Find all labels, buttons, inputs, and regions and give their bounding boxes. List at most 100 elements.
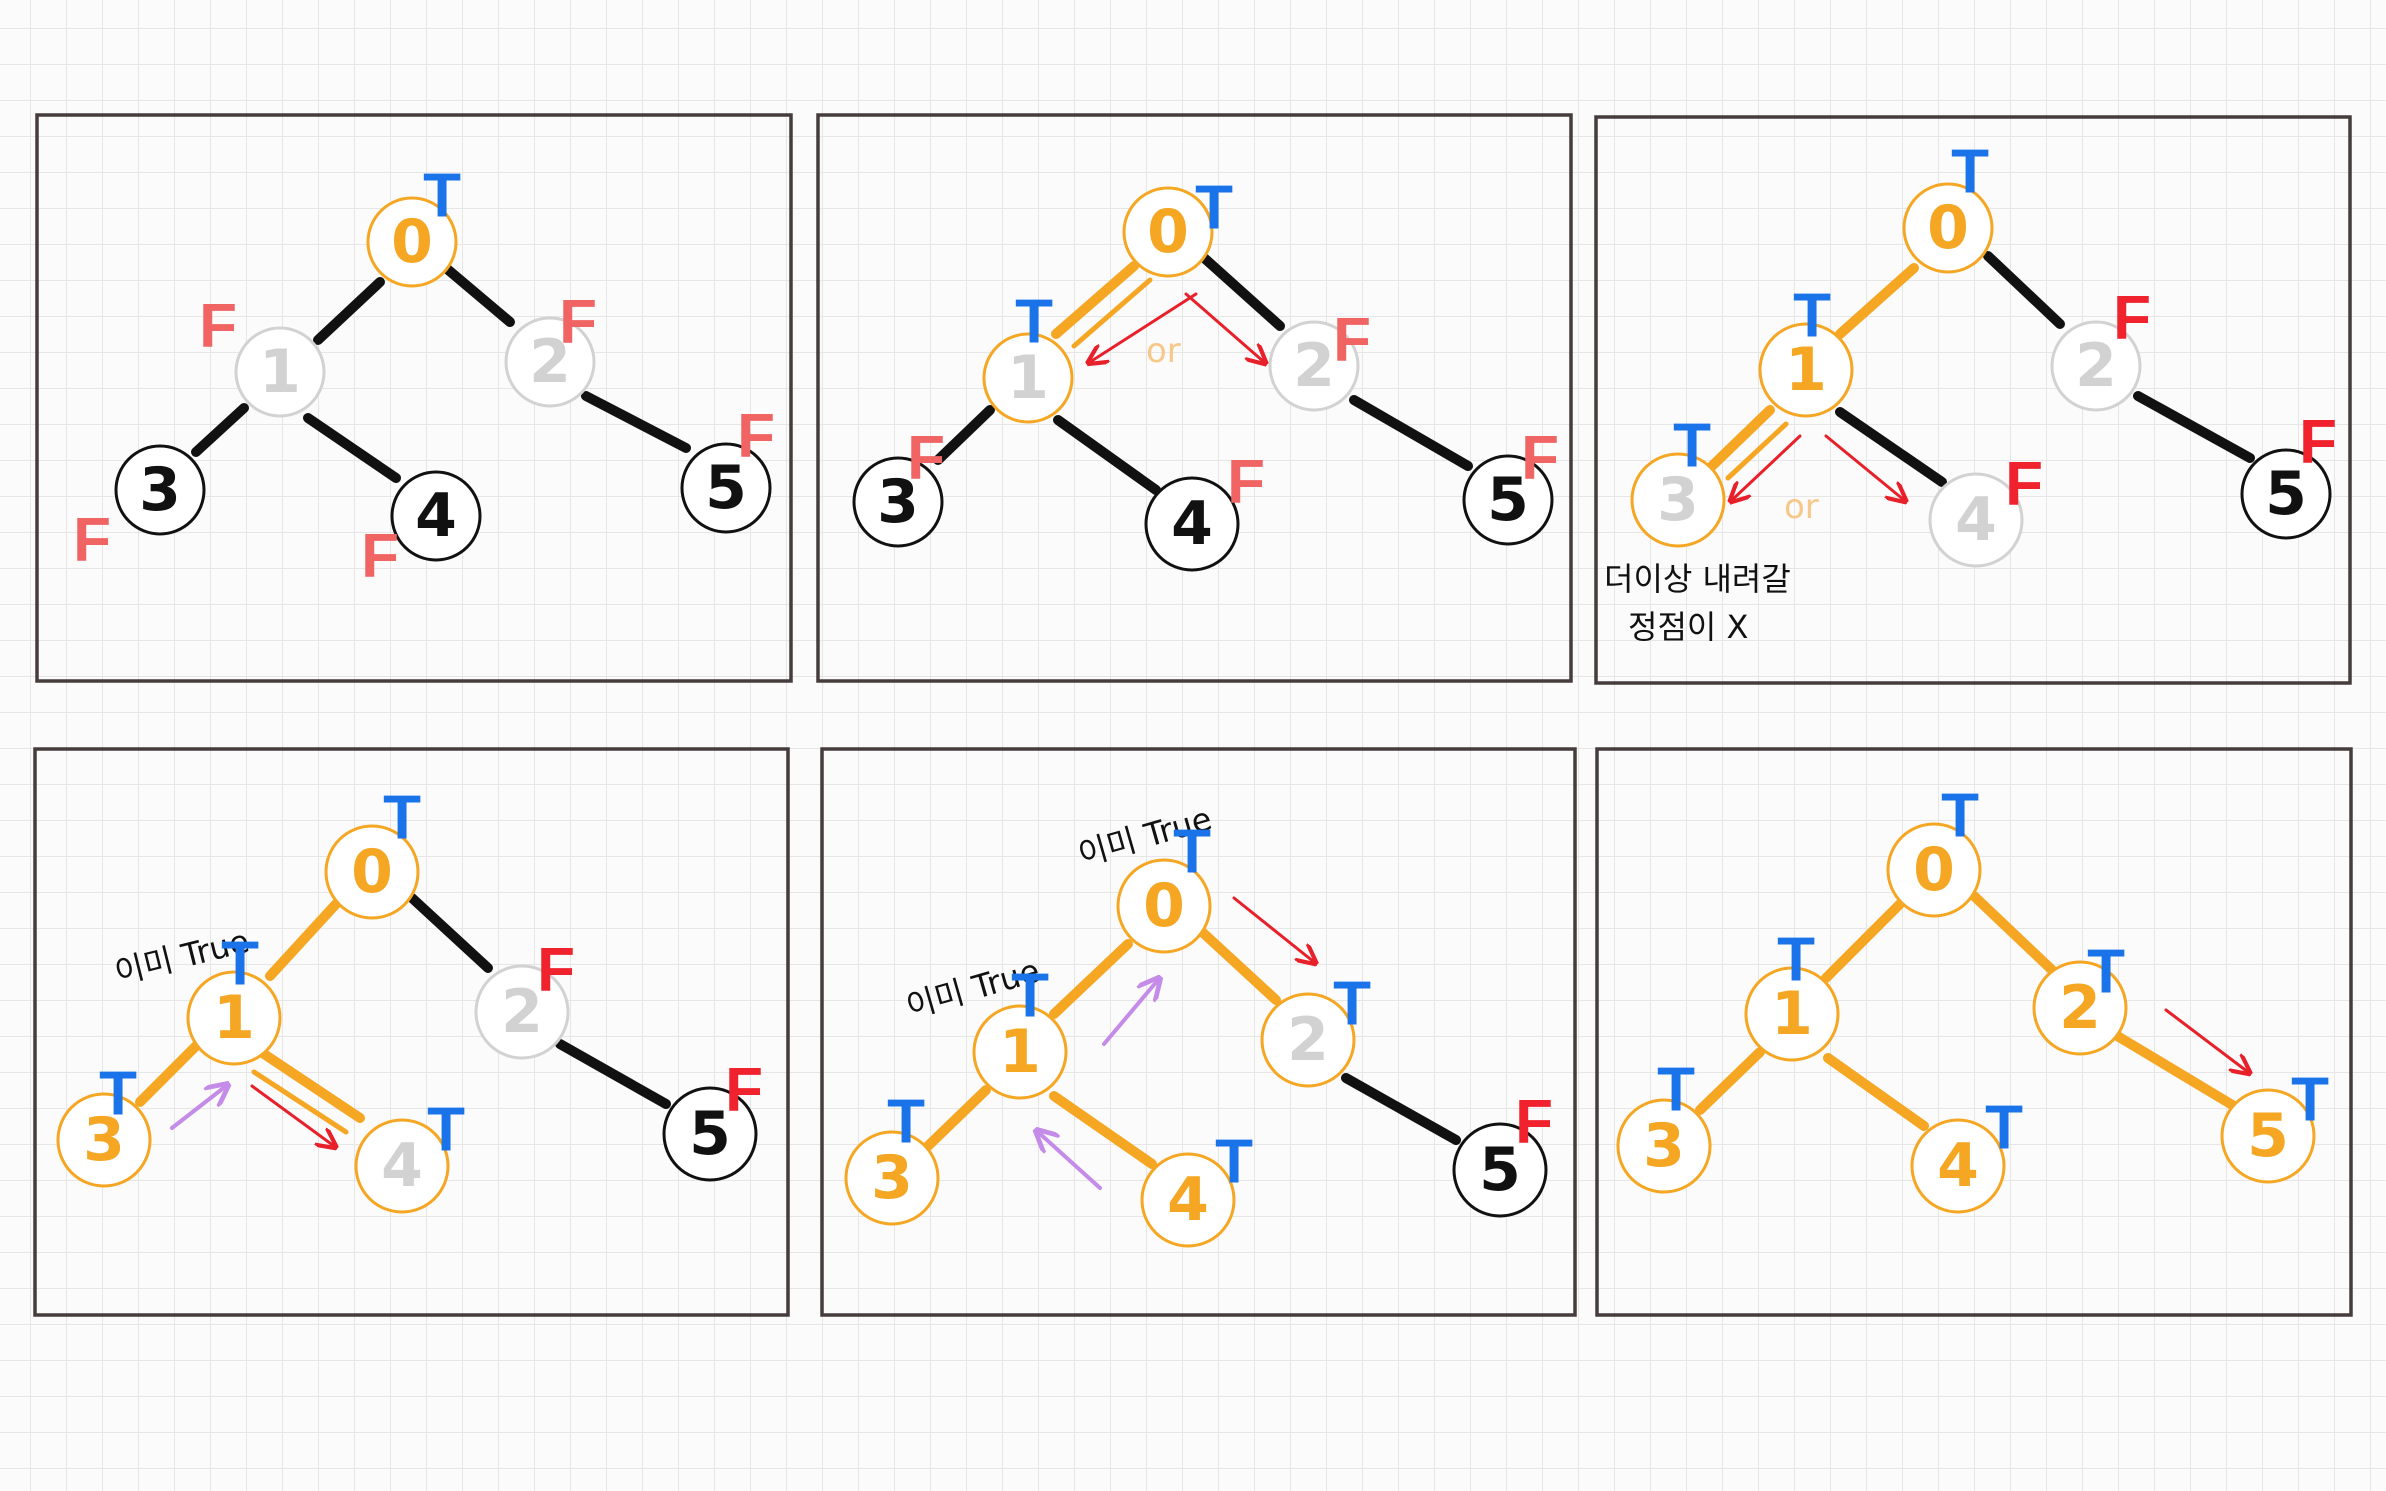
panel-3-frame — [1594, 115, 2352, 685]
node-3: 3 F — [852, 424, 945, 548]
node-3-label: 3 — [877, 467, 919, 537]
node-1: 1 T — [186, 930, 282, 1066]
node-4: 4 F — [361, 470, 482, 591]
node-5-flag: F — [737, 402, 775, 471]
edge-1-4 — [1823, 1053, 1929, 1131]
edge-0-1 — [1049, 939, 1133, 1019]
edge-2-5 — [1341, 1073, 1461, 1145]
arrow-to-node-2 — [1232, 896, 1314, 962]
node-2-circle — [2032, 960, 2128, 1056]
edge-0-1 — [1051, 261, 1139, 339]
arrow-back-to-node-1 — [170, 1086, 226, 1130]
node-1-flag: T — [1011, 962, 1049, 1031]
node-0-circle — [324, 824, 420, 920]
edge-0-2 — [1969, 891, 2057, 975]
panel-4-arrows — [170, 1086, 334, 1146]
node-4: 4 T — [1140, 1128, 1253, 1248]
panel-3: or 더이상 내려갈 정점이 X 0 T 1 T 2 F 3 T 4 F — [1594, 115, 2352, 685]
panel-3-arrows — [1732, 434, 1904, 500]
no-more-vertices-note-line-2: 정점이 X — [1628, 608, 1748, 646]
edge-1-4 — [303, 413, 401, 483]
node-4-flag: F — [1227, 448, 1265, 517]
arrow-to-node-1 — [1090, 292, 1198, 362]
edge-0-2 — [407, 893, 493, 973]
node-3: 3 F — [73, 444, 206, 575]
edge-1-4 — [1835, 407, 1947, 487]
edge-2-5 — [1349, 395, 1473, 471]
node-3-circle — [844, 1130, 940, 1226]
arrow-to-node-3 — [1732, 434, 1802, 500]
node-0: 0 T — [1902, 138, 1994, 274]
node-3-flag: F — [73, 506, 111, 575]
node-0-circle — [1122, 186, 1214, 278]
node-5-label: 5 — [705, 453, 747, 523]
node-4-flag: F — [2005, 450, 2043, 519]
panel-2-edges — [933, 251, 1473, 495]
node-2: 2 F — [474, 936, 575, 1060]
node-0-circle — [1902, 182, 1994, 274]
node-3-flag: T — [99, 1060, 137, 1129]
node-2-flag: T — [1333, 970, 1371, 1039]
node-2-circle — [1268, 320, 1360, 412]
edge-1-3 — [135, 1041, 201, 1107]
node-4-label: 4 — [1937, 1131, 1979, 1201]
node-2-flag: F — [537, 936, 575, 1005]
panel-3-edges — [1707, 251, 2255, 487]
node-4-label: 4 — [381, 1131, 423, 1201]
node-0: 0 T — [1122, 174, 1233, 278]
node-5: 5 F — [680, 402, 775, 534]
node-2: 2 T — [1260, 970, 1371, 1088]
panel-6-edges — [1695, 891, 2239, 1131]
node-2: 2 F — [1268, 306, 1371, 412]
arrow-back-to-node-1 — [1038, 1132, 1102, 1190]
edge-1-4 — [259, 1049, 365, 1123]
panel-5-edges — [923, 925, 1461, 1169]
panel-1-frame — [35, 113, 793, 683]
edge-2-5 — [2133, 391, 2255, 463]
node-5-circle — [680, 442, 772, 534]
node-5-flag: F — [725, 1056, 763, 1125]
node-5-label: 5 — [1487, 465, 1529, 535]
node-4-circle — [1140, 1152, 1236, 1248]
panel-1: 0 T 1 F 2 F 3 F 4 F 5 F — [35, 113, 793, 683]
node-5-flag: F — [2299, 408, 2337, 477]
panel-1-edges — [191, 263, 691, 483]
node-3-flag: F — [907, 424, 945, 493]
node-1-circle — [1758, 322, 1854, 418]
node-2-circle — [474, 964, 570, 1060]
node-5: 5 F — [662, 1056, 763, 1182]
node-0-circle — [1116, 858, 1212, 954]
node-2: 2 T — [2032, 938, 2128, 1056]
node-3-circle — [1630, 452, 1726, 548]
node-4-label: 4 — [1955, 485, 1997, 555]
edge-2-5 — [555, 1039, 671, 1109]
node-2-circle — [504, 316, 596, 408]
node-0: 0 T — [1886, 782, 1982, 918]
node-2-flag: T — [2087, 938, 2125, 1007]
edge-2-5 — [581, 391, 691, 453]
node-5-flag: T — [2291, 1066, 2329, 1135]
node-5-flag: F — [1521, 424, 1559, 493]
node-1-label: 1 — [1785, 335, 1827, 405]
node-5-label: 5 — [689, 1099, 731, 1169]
panel-5-arrows — [1038, 896, 1314, 1190]
panel-5: 이미 True 이미 True 0 T 1 T 2 T 3 T 4 T — [820, 747, 1577, 1317]
node-1-circle — [982, 332, 1074, 424]
node-5: 5 F — [1452, 1088, 1553, 1218]
or-note: or — [1784, 487, 1819, 527]
node-1-label: 1 — [1007, 343, 1049, 413]
node-3: 3 T — [56, 1060, 152, 1188]
edge-1-3 — [933, 405, 995, 465]
node-3: 3 T — [844, 1088, 940, 1226]
panel-6-frame — [1595, 747, 2353, 1317]
node-5-circle — [2240, 448, 2332, 540]
node-2-circle — [2050, 320, 2142, 412]
panel-5-frame — [820, 747, 1577, 1317]
node-2-circle — [1260, 992, 1356, 1088]
node-0: 0 T — [1116, 818, 1212, 954]
node-3-flag: T — [1657, 1056, 1695, 1125]
node-4: 4 F — [1928, 450, 2043, 568]
node-1-flag: T — [1777, 926, 1815, 995]
node-5-label: 5 — [1479, 1135, 1521, 1205]
